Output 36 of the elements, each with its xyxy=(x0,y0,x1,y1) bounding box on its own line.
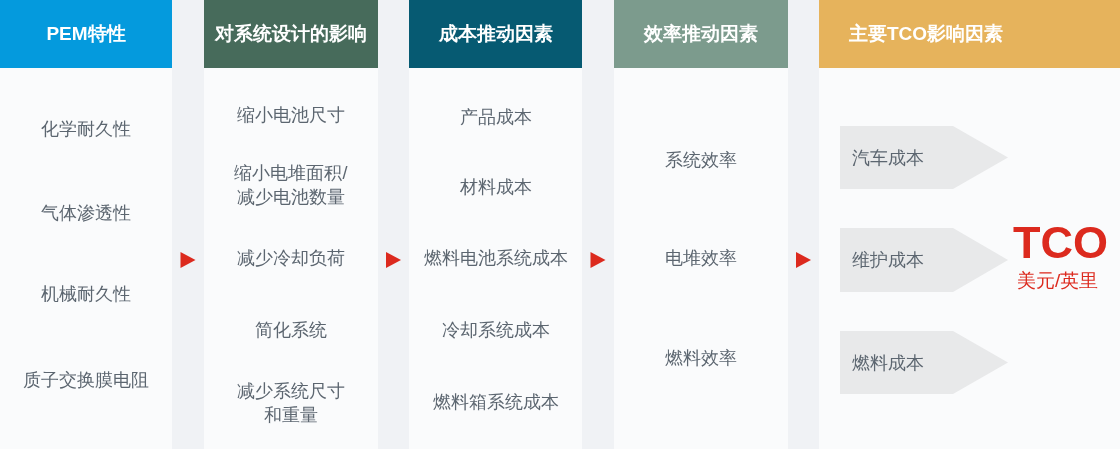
chevron-box: 汽车成本 xyxy=(840,126,1008,189)
column-panel xyxy=(819,0,1120,449)
arrow xyxy=(386,252,401,268)
column-header: 成本推动因素 xyxy=(409,0,582,68)
tco-label: TCO xyxy=(1013,220,1108,265)
column-panel xyxy=(0,0,172,449)
factor-label: 质子交换膜电阻 xyxy=(23,369,149,392)
factor-label: 减少冷却负荷 xyxy=(237,247,345,270)
arrow xyxy=(180,252,196,268)
factor-label: 电堆效率 xyxy=(665,247,737,270)
arrow xyxy=(796,252,811,268)
factor-label: 缩小电堆面积/减少电池数量 xyxy=(233,162,349,209)
factor-label: 简化系统 xyxy=(255,319,327,342)
column-panel xyxy=(204,0,378,449)
column-header: 主要TCO影响因素 xyxy=(819,0,1120,68)
factor-label: 减少系统尺寸和重量 xyxy=(236,380,346,427)
factor-label: 燃料箱系统成本 xyxy=(432,391,559,414)
factor-label: 系统效率 xyxy=(665,149,737,172)
factor-label: 燃料效率 xyxy=(665,347,737,370)
factor-label: 产品成本 xyxy=(459,106,532,129)
column-panel xyxy=(409,0,582,449)
unit-label: 美元/英里 xyxy=(1017,269,1099,293)
factor-label: 缩小电池尺寸 xyxy=(237,104,345,127)
column-header: 效率推动因素 xyxy=(614,0,788,68)
factor-label: 气体渗透性 xyxy=(41,202,131,225)
arrow xyxy=(590,252,606,268)
factor-label: 冷却系统成本 xyxy=(441,319,550,342)
factor-label: 燃料电池系统成本 xyxy=(423,247,568,270)
column-header: 对系统设计的影响 xyxy=(204,0,378,68)
column-panel xyxy=(614,0,788,449)
chevron-box: 维护成本 xyxy=(840,228,1008,292)
column-header: PEM特性 xyxy=(0,0,172,68)
chevron-box: 燃料成本 xyxy=(840,331,1008,394)
factor-label: 材料成本 xyxy=(459,176,532,199)
factor-label: 机械耐久性 xyxy=(41,283,131,306)
factor-label: 化学耐久性 xyxy=(41,118,131,141)
